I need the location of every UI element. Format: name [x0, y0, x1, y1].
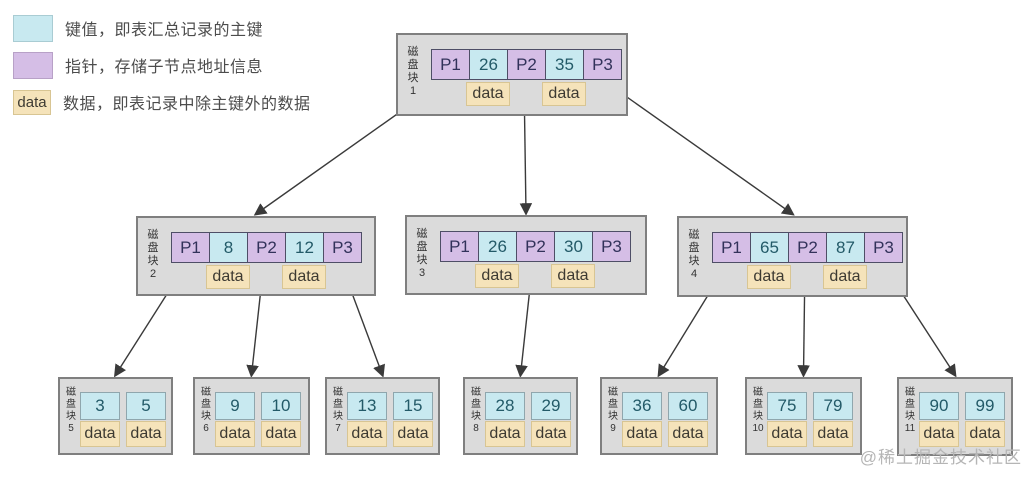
data-cell: data: [813, 421, 853, 447]
data-cell: data: [215, 421, 255, 447]
data-cell: data: [80, 421, 120, 447]
key-cell: 29: [531, 392, 571, 420]
data-cell: data: [393, 421, 433, 447]
block-label: 磁 盘 块 4: [688, 229, 700, 280]
pointer-cell: P3: [864, 232, 903, 263]
key-cell: 26: [478, 231, 517, 262]
data-cell: data: [542, 82, 586, 106]
key-cell: 65: [750, 232, 789, 263]
pointer-cell: P1: [431, 49, 470, 80]
key-cell: 60: [668, 392, 708, 420]
pointer-cell: P2: [507, 49, 546, 80]
key-cell: 15: [393, 392, 433, 420]
legend-row-key: 键值，即表汇总记录的主键: [13, 14, 311, 42]
data-cell: data: [485, 421, 525, 447]
block-label: 磁 盘 块 10: [752, 387, 764, 434]
block-label: 磁 盘 块 8: [471, 387, 481, 434]
data-cell: data: [261, 421, 301, 447]
block-label: 磁 盘 块 1: [407, 46, 419, 97]
data-cell: data: [531, 421, 571, 447]
block-label: 磁 盘 块 5: [66, 387, 76, 434]
data-cell: data: [747, 265, 791, 289]
watermark: @稀土掘金技术社区: [859, 448, 1022, 467]
key-cell: 26: [469, 49, 508, 80]
key-cell: 87: [826, 232, 865, 263]
data-cell: data: [466, 82, 510, 106]
key-cell: 12: [285, 232, 324, 263]
key-cell: 8: [209, 232, 248, 263]
key-cell: 3: [80, 392, 120, 420]
legend-key-text: 键值，即表汇总记录的主键: [65, 22, 264, 39]
pointer-cell: P3: [592, 231, 631, 262]
data-cell: data: [126, 421, 166, 447]
key-cell: 75: [767, 392, 807, 420]
key-cell: 28: [485, 392, 525, 420]
legend: 键值，即表汇总记录的主键 指针，存储子节点地址信息 data 数据，即表记录中除…: [13, 14, 311, 125]
key-cell: 10: [261, 392, 301, 420]
block-label: 磁 盘 块 3: [416, 228, 428, 279]
key-cell: 90: [919, 392, 959, 420]
pointer-cell: P3: [583, 49, 622, 80]
block-label: 磁 盘 块 6: [201, 387, 211, 434]
data-cell: data: [767, 421, 807, 447]
block-label: 磁 盘 块 9: [608, 387, 618, 434]
block-label: 磁 盘 块 11: [904, 387, 916, 434]
data-cell: data: [823, 265, 867, 289]
pointer-cell: P1: [712, 232, 751, 263]
data-cell: data: [347, 421, 387, 447]
data-cell: data: [668, 421, 708, 447]
legend-row-data: data 数据，即表记录中除主键外的数据: [13, 88, 311, 116]
data-cell: data: [475, 264, 519, 288]
key-cell: 79: [813, 392, 853, 420]
block-label: 磁 盘 块 7: [333, 387, 343, 434]
pointer-cell: P3: [323, 232, 362, 263]
key-swatch-icon: [13, 14, 53, 42]
block-label: 磁 盘 块 2: [147, 229, 159, 280]
data-cell: data: [551, 264, 595, 288]
key-cell: 36: [622, 392, 662, 420]
legend-row-pointer: 指针，存储子节点地址信息: [13, 51, 311, 79]
edge-1-P3-4: [599, 77, 795, 216]
data-cell: data: [965, 421, 1005, 447]
pointer-cell: P2: [516, 231, 555, 262]
pointer-cell: P2: [788, 232, 827, 263]
legend-pointer-text: 指针，存储子节点地址信息: [65, 59, 264, 76]
data-swatch-icon: data: [13, 89, 51, 115]
data-cell: data: [622, 421, 662, 447]
data-cell: data: [919, 421, 959, 447]
legend-data-text: 数据，即表记录中除主键外的数据: [63, 96, 311, 113]
pointer-cell: P1: [171, 232, 210, 263]
pointer-cell: P1: [440, 231, 479, 262]
key-cell: 13: [347, 392, 387, 420]
key-cell: 99: [965, 392, 1005, 420]
data-cell: data: [282, 265, 326, 289]
key-cell: 35: [545, 49, 584, 80]
key-cell: 5: [126, 392, 166, 420]
data-cell: data: [206, 265, 250, 289]
pointer-swatch-icon: [13, 51, 53, 79]
pointer-cell: P2: [247, 232, 286, 263]
key-cell: 30: [554, 231, 593, 262]
key-cell: 9: [215, 392, 255, 420]
